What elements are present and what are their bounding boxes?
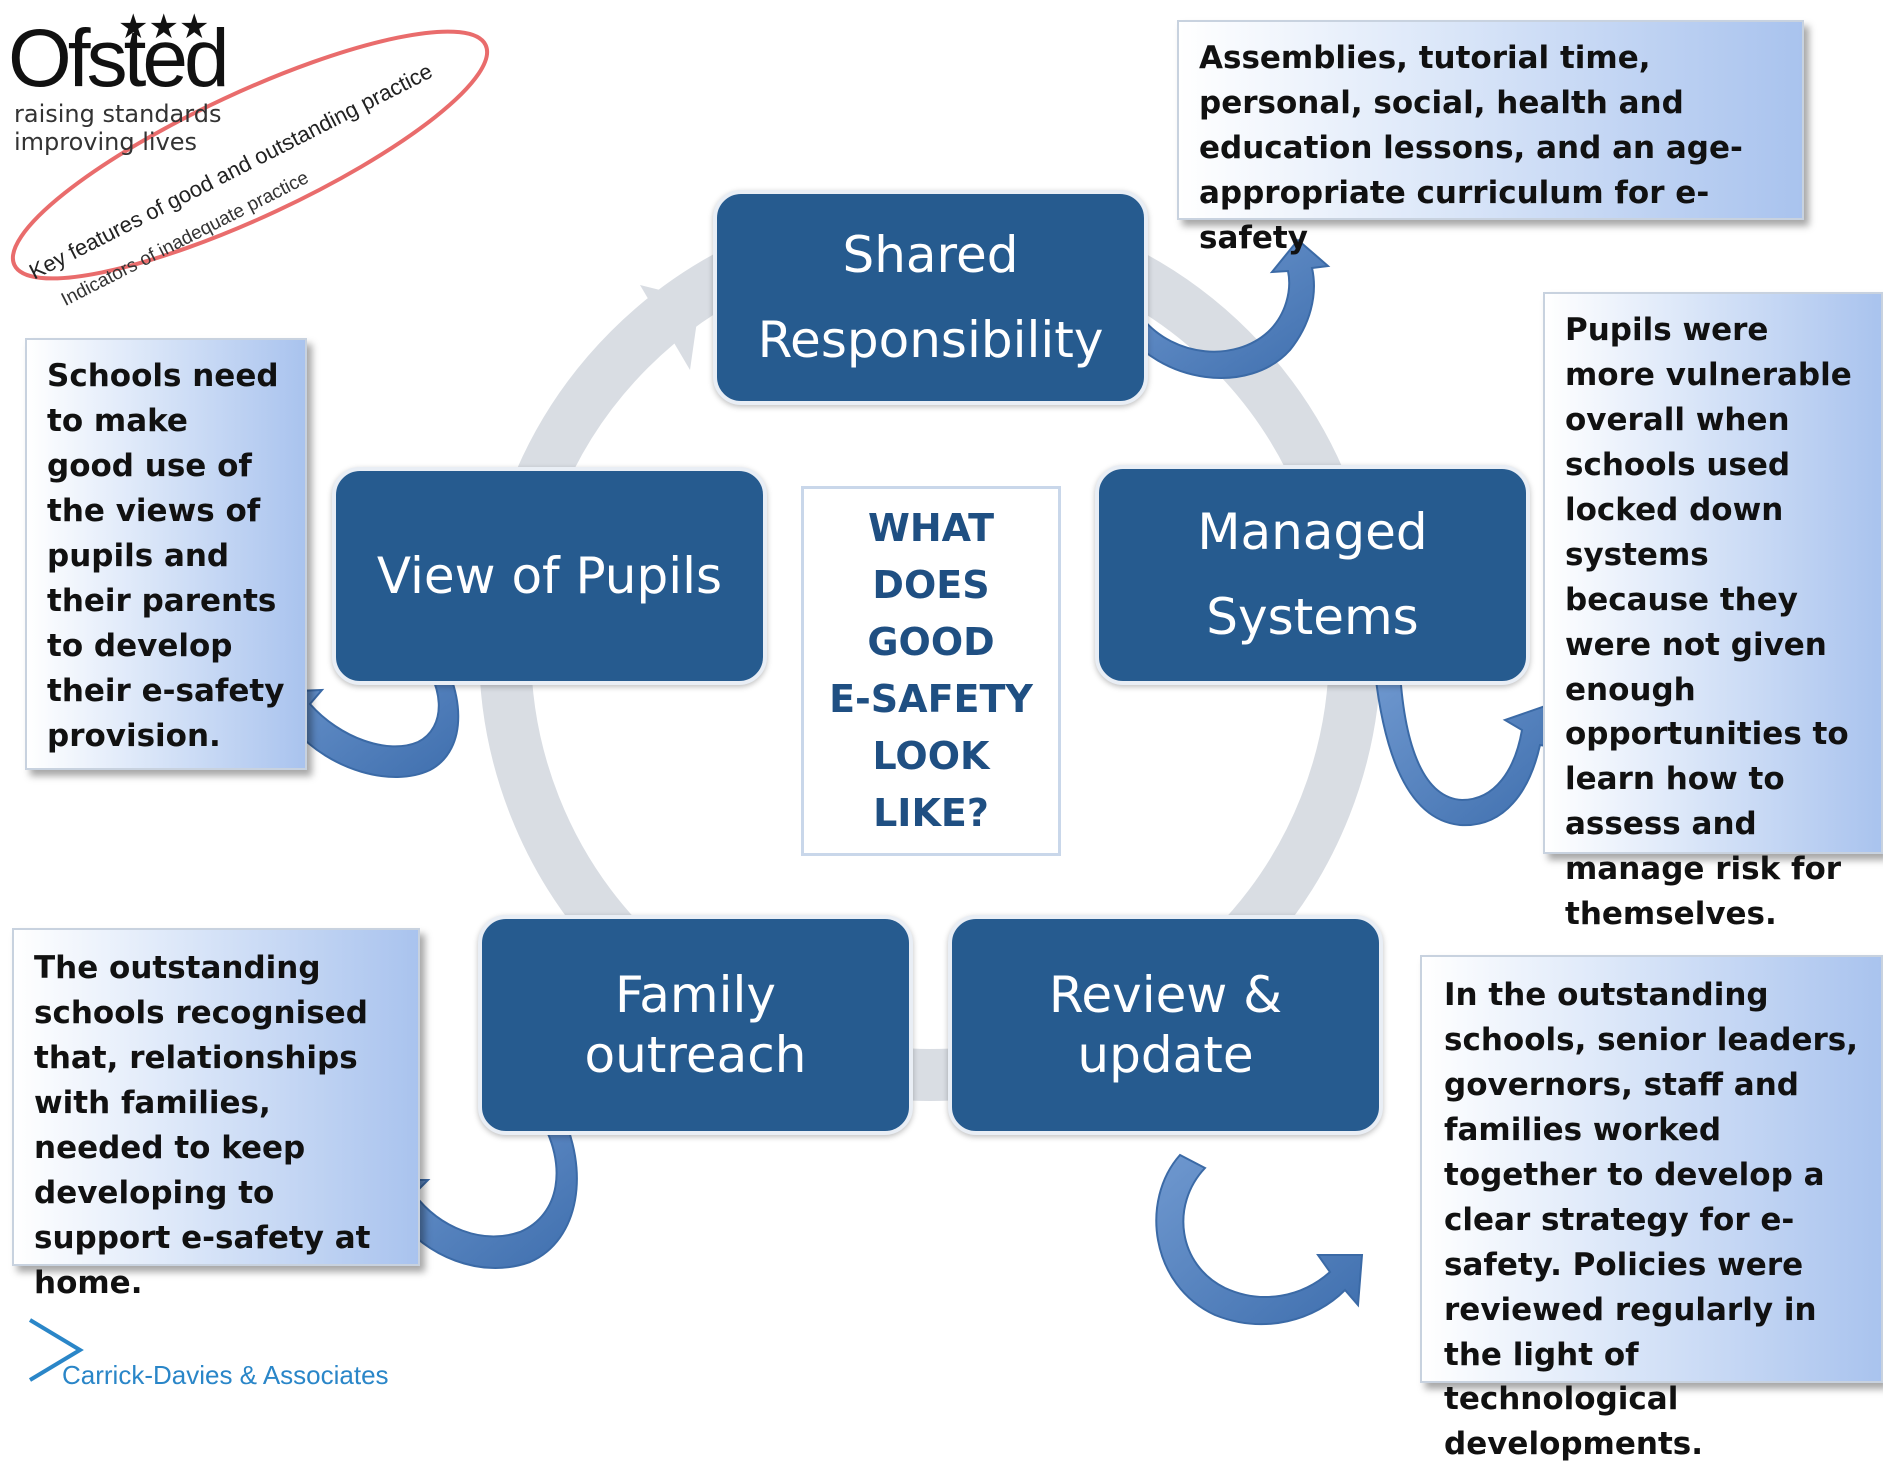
logo-tagline-1: raising standards [14, 100, 222, 128]
ring-arrowhead-icon [640, 285, 700, 370]
node-managed-systems: Managed Systems [1095, 465, 1530, 685]
note-family-outreach: The outstanding schools recognised that,… [12, 928, 420, 1301]
node-label: Shared Responsibility [757, 225, 1104, 369]
note-managed-systems: Pupils were more vulnerable overall when… [1543, 292, 1883, 932]
curved-arrow-icon [1155, 1153, 1364, 1326]
node-label: View of Pupils [376, 546, 723, 605]
svg-text:★★★: ★★★ [118, 7, 209, 47]
curved-arrow-icon [1373, 671, 1560, 827]
note-review-update: In the outstanding schools, senior leade… [1420, 955, 1883, 1462]
node-label: Managed Systems [1197, 503, 1428, 646]
node-label: Family outreach [584, 966, 807, 1084]
curved-arrows [270, 238, 1560, 1326]
node-family-outreach: Family outreach [478, 915, 913, 1135]
carrick-logo-icon [28, 1318, 84, 1382]
footer-company: Carrick-Davies & Associates [62, 1360, 389, 1390]
node-view-of-pupils: View of Pupils [332, 467, 767, 685]
node-review-update: Review & update [948, 915, 1383, 1135]
ofsted-stars-icon: ★★★ [118, 7, 209, 47]
center-question: WHAT DOES GOOD E-SAFETY LOOK LIKE? [801, 486, 1061, 856]
curved-arrow-icon [1118, 238, 1331, 379]
note-view-of-pupils: Schools need to make good use of the vie… [25, 338, 307, 770]
ofsted-logo-wordmark: Ofsted [8, 13, 230, 104]
logo-tagline-2: improving lives [14, 128, 198, 156]
note-shared-responsibility: Assemblies, tutorial time, personal, soc… [1177, 20, 1804, 256]
node-label: Review & update [1048, 966, 1283, 1084]
node-shared-responsibility: Shared Responsibility [713, 190, 1148, 405]
stamp-ring-icon [10, 29, 490, 281]
